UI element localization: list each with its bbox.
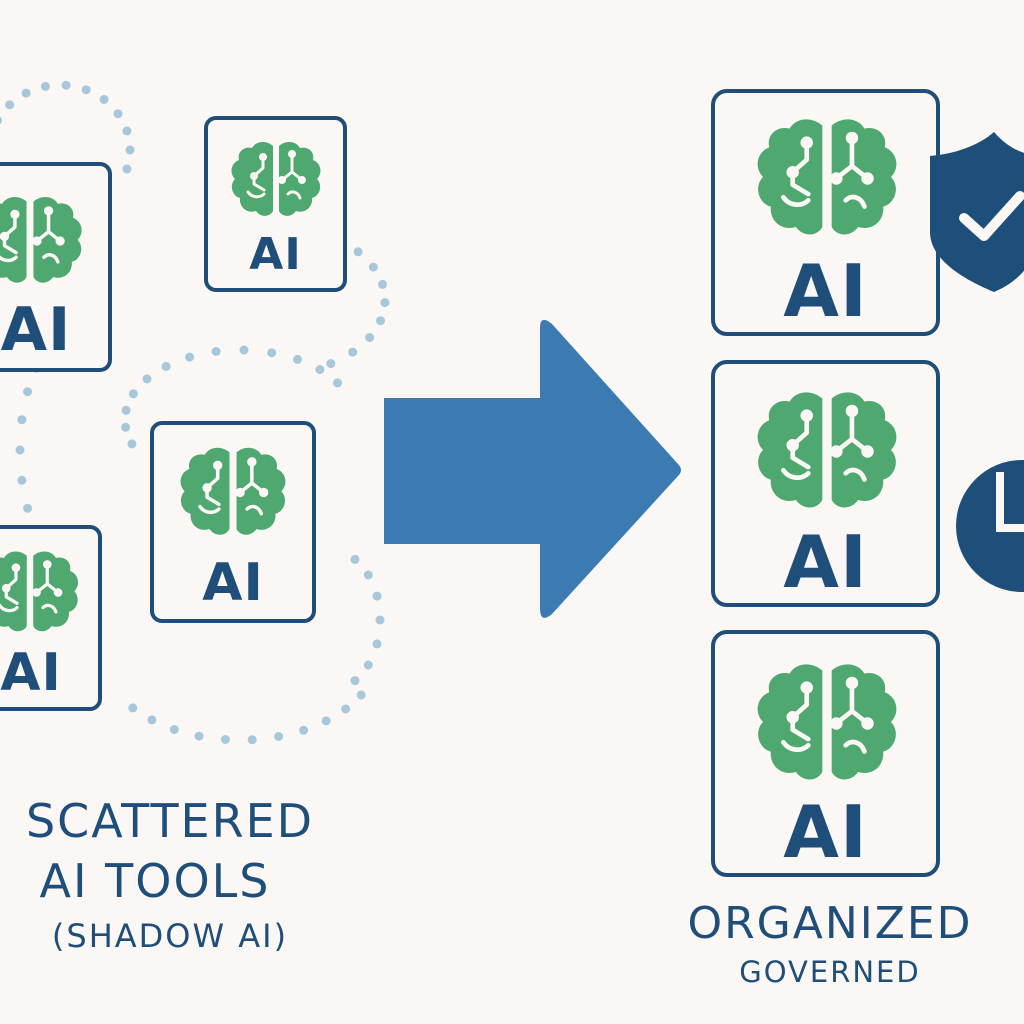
scattered-title-line1: SCATTERED <box>25 794 315 848</box>
brain-circuit-icon <box>0 192 88 290</box>
connection-dot <box>326 359 336 369</box>
ai-card-label: AI <box>783 520 868 604</box>
connection-dot <box>375 615 385 625</box>
brain-circuit-icon <box>749 113 905 244</box>
connection-dot <box>247 735 257 745</box>
scattered-ai-card-4: AI <box>0 525 102 711</box>
connection-dot <box>81 85 91 95</box>
connection-dot <box>353 247 363 257</box>
ai-card-label: AI <box>249 229 302 280</box>
connection-dot <box>17 475 27 485</box>
connection-dot <box>23 503 33 513</box>
connection-dot <box>368 262 378 272</box>
connection-dot <box>363 660 373 670</box>
scattered-ai-card-2: AI <box>204 116 347 292</box>
connection-dot <box>128 389 138 399</box>
connection-dot <box>127 439 137 449</box>
connection-dot <box>293 354 302 364</box>
scattered-subtitle: (SHADOW AI) <box>51 917 289 955</box>
governed-subtitle: GOVERNED <box>739 955 921 989</box>
connection-dot <box>356 690 366 700</box>
organized-ai-card-1: AI <box>711 89 940 336</box>
connection-dot <box>99 95 109 104</box>
connection-dot <box>142 374 152 384</box>
connection-dot <box>376 316 385 326</box>
connection-dot <box>122 164 132 174</box>
connection-dot <box>267 348 277 358</box>
connection-dot <box>321 716 331 726</box>
ai-card-label: AI <box>0 643 62 703</box>
connection-dot <box>194 731 204 741</box>
ai-card-label: AI <box>783 249 868 333</box>
brain-circuit-icon <box>749 658 905 789</box>
scattered-ai-card-3: AI <box>150 421 316 623</box>
connection-dot <box>121 405 131 415</box>
connection-dot <box>128 703 138 713</box>
connection-dot <box>372 591 382 601</box>
connection-dot <box>372 639 382 649</box>
arrow-right-icon <box>384 319 681 618</box>
connection-dot <box>185 352 195 362</box>
connection-dot <box>147 715 157 725</box>
connection-dot <box>121 422 131 432</box>
connection-dot <box>239 345 249 355</box>
organized-ai-card-3: AI <box>711 630 940 877</box>
connection-dot <box>169 725 179 734</box>
ai-card-label: AI <box>0 295 72 365</box>
connection-dot <box>378 279 387 289</box>
connection-dot <box>15 445 25 455</box>
connection-dot <box>380 298 390 308</box>
connection-dot <box>125 145 135 155</box>
connection-dot <box>363 570 373 580</box>
shield-check-icon <box>930 132 1024 292</box>
clock-icon <box>956 460 1024 592</box>
connection-dot <box>315 365 325 375</box>
connection-dot <box>365 333 375 342</box>
connection-dot <box>350 554 360 564</box>
connection-dot <box>23 387 33 397</box>
organized-ai-card-2: AI <box>711 360 940 607</box>
connection-dot <box>61 80 71 90</box>
connection-dot <box>333 378 342 388</box>
connection-dot <box>5 100 15 110</box>
connection-dot <box>220 735 230 744</box>
organized-title: ORGANIZED <box>687 898 973 949</box>
connection-dot <box>113 109 123 119</box>
connection-dot <box>348 347 358 357</box>
connection-dot <box>21 88 31 98</box>
brain-circuit-icon <box>0 547 84 638</box>
connection-dot <box>211 347 221 356</box>
connection-dot <box>299 725 309 735</box>
connection-dot <box>274 732 284 741</box>
connection-dot <box>122 126 132 136</box>
connection-dot <box>17 415 27 425</box>
scattered-ai-card-1: AI <box>0 162 112 372</box>
connection-dot <box>0 116 3 125</box>
brain-circuit-icon <box>749 386 905 517</box>
connection-dot <box>341 704 351 714</box>
brain-circuit-icon <box>174 443 292 542</box>
ai-card-label: AI <box>783 790 868 874</box>
connection-dot <box>40 81 50 91</box>
brain-circuit-icon <box>226 138 326 222</box>
connection-dot <box>350 676 360 686</box>
ai-card-label: AI <box>202 553 264 613</box>
scattered-title-line2: AI TOOLS <box>39 854 271 908</box>
connection-dot <box>161 361 171 371</box>
